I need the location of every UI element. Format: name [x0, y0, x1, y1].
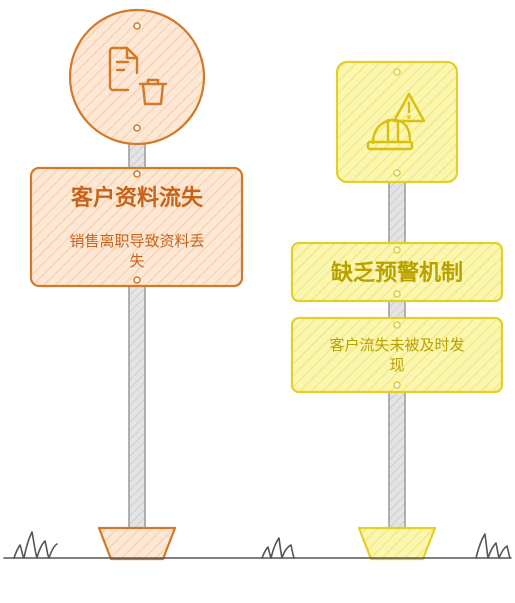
sign-left: 客户资料流失 销售离职导致资料丢 失: [29, 8, 244, 561]
sign-left-panel: [29, 166, 244, 288]
sign-right-sub-bolt-bottom: [393, 381, 401, 389]
sign-right-base: [357, 526, 437, 561]
document-trash-icon: [108, 46, 168, 106]
sign-left-bolt-bottom: [133, 124, 141, 132]
warning-helmet-icon: [366, 92, 426, 151]
sign-left-base: [97, 526, 177, 561]
sign-left-bolt-top: [133, 22, 141, 30]
sign-left-circle: [68, 8, 206, 146]
sign-left-title: 客户资料流失: [71, 185, 204, 211]
sign-right-title-panel: [290, 241, 504, 303]
sign-right-title: 缺乏预警机制: [331, 260, 463, 286]
sign-left-panel-bolt-top: [133, 170, 141, 178]
sign-right-sub-panel: [290, 316, 504, 394]
ground: [3, 531, 512, 559]
sign-right-sub-bolt-top: [393, 321, 401, 329]
sign-right-subtitle-line-1: 客户流失未被及时发: [329, 336, 464, 354]
grass-tuft-middle: [261, 537, 295, 559]
grass-tuft-left: [13, 531, 58, 559]
sign-right: 缺乏预警机制 客户流失未被及时发 现: [290, 60, 504, 561]
sign-left-subtitle-line-1: 销售离职导致资料丢: [69, 232, 204, 250]
sign-right-title-bolt-top: [393, 246, 401, 254]
grass-tuft-right: [475, 533, 511, 559]
sign-right-subtitle-line-2: 现: [389, 356, 404, 374]
sign-right-bolt-top: [393, 68, 401, 76]
sign-left-subtitle-line-2: 失: [129, 252, 144, 270]
sign-right-title-bolt-bottom: [393, 290, 401, 298]
sign-right-bolt-bottom: [393, 169, 401, 177]
sign-left-panel-bolt-bottom: [133, 276, 141, 284]
